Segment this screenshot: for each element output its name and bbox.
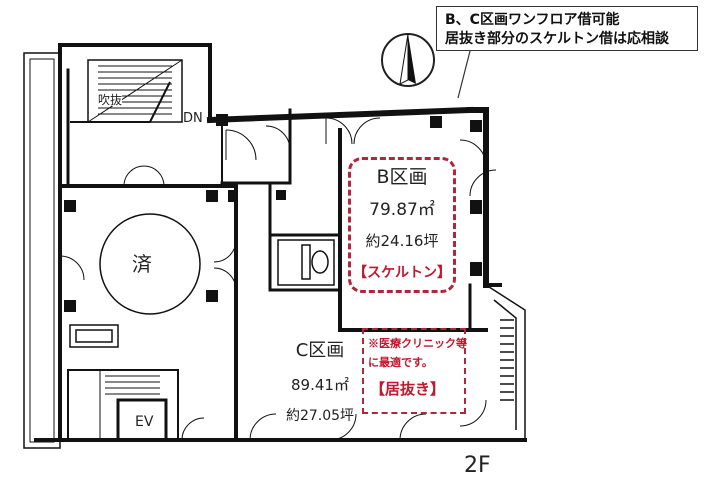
callout-line-2: 居抜き部分のスケルトン借は応相談: [445, 31, 669, 47]
room-c-tag: 【居抜き】: [370, 380, 446, 398]
floor-label: 2F: [464, 453, 491, 478]
down-label: DN: [183, 111, 203, 126]
room-c-note-line-2: に最適です。: [368, 356, 433, 369]
door-swings: [59, 117, 497, 441]
occupied-label: 済: [132, 252, 152, 276]
stair-void: [70, 59, 183, 123]
room-b-title: B区画: [376, 166, 428, 188]
void-label: 吹抜: [98, 93, 123, 107]
balcony-stair: [485, 284, 526, 440]
toilet-icon: [277, 239, 335, 286]
room-b-area: 79.87㎡: [369, 200, 435, 220]
room-c-tsubo: 約27.05坪: [285, 408, 355, 424]
callout-pointer: [457, 50, 471, 99]
room-c-note: ※医療クリニック等 に最適です。 【居抜き】: [362, 328, 467, 414]
occupied-room-circle: [99, 213, 201, 315]
structural-columns: [64, 114, 482, 312]
sink-counter-icon: [69, 324, 119, 348]
exterior-walls: [23, 43, 527, 449]
room-c-block: C区画 89.41㎡ 約27.05坪: [270, 336, 370, 425]
compass-icon: [381, 33, 435, 87]
elevator-label: EV: [135, 414, 154, 430]
callout-line-1: B、C区画ワンフロア借可能: [445, 12, 620, 28]
room-b-tsubo: 約24.16坪: [365, 232, 439, 250]
room-b-block: B区画 79.87㎡ 約24.16坪 【スケルトン】: [348, 157, 456, 293]
room-c-area: 89.41㎡: [291, 376, 349, 394]
leasing-callout: B、C区画ワンフロア借可能 居抜き部分のスケルトン借は応相談: [436, 6, 698, 51]
room-c-note-line-1: ※医療クリニック等: [368, 337, 467, 350]
interior-walls: [58, 68, 488, 442]
elevator-stair-core: [67, 369, 179, 442]
room-c-title: C区画: [295, 340, 345, 361]
room-b-tag: 【スケルトン】: [353, 265, 451, 281]
